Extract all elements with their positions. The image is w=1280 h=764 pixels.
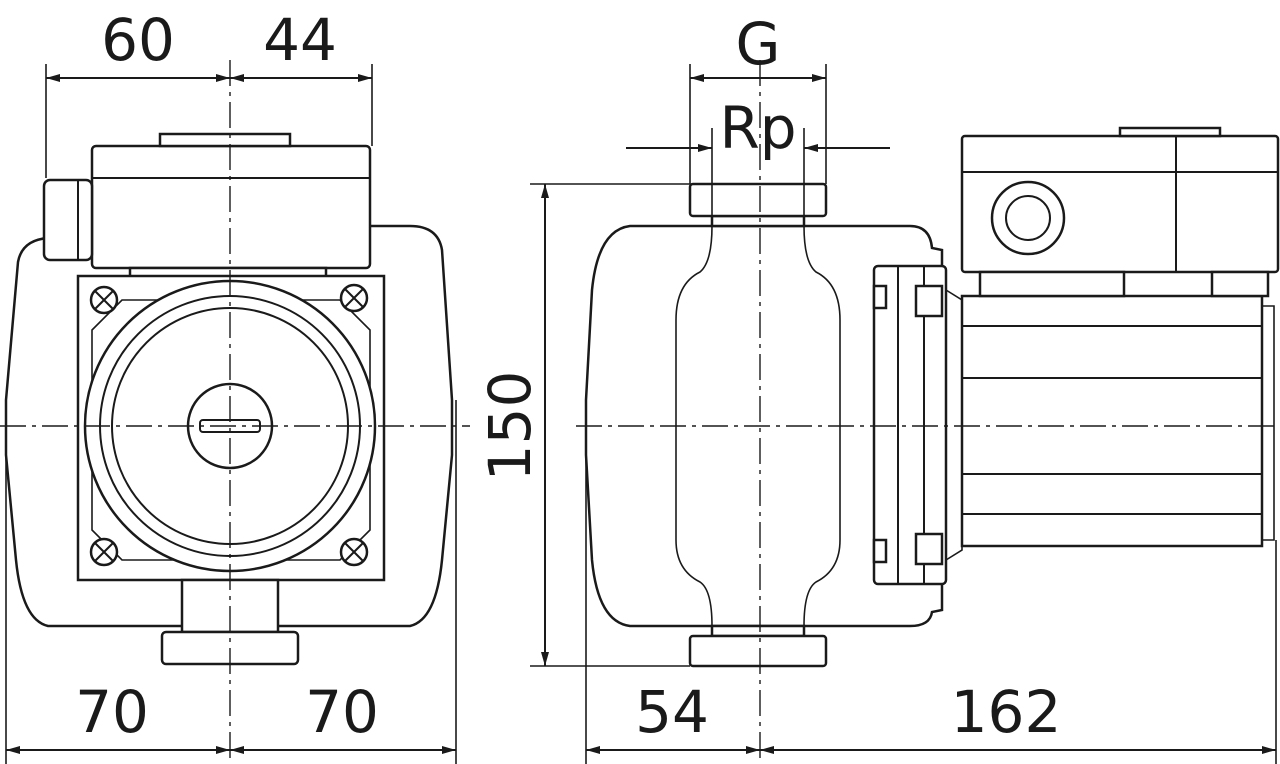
front-screw-top-left xyxy=(89,285,119,315)
dim-front-bottom-left: 70 xyxy=(75,678,149,746)
side-top-nut xyxy=(688,182,828,218)
front-terminal-box xyxy=(90,144,372,270)
dim-side-bottom-right: 162 xyxy=(951,678,1062,746)
front-cable-gland xyxy=(42,178,94,262)
side-view xyxy=(576,60,1280,760)
front-screw-bottom-right xyxy=(339,537,369,567)
side-dimensions: G Rp 150 54 162 xyxy=(476,10,1277,764)
front-screw-top-right xyxy=(339,283,369,313)
dim-front-top-right: 44 xyxy=(263,6,337,74)
side-motor-body xyxy=(960,294,1264,548)
dim-side-height: 150 xyxy=(476,371,544,482)
dim-front-bottom-right: 70 xyxy=(305,678,379,746)
side-bottom-pipe xyxy=(710,624,806,638)
side-top-pipe xyxy=(710,214,806,228)
dim-side-g: G xyxy=(736,10,781,78)
front-view xyxy=(0,60,470,760)
side-cable-entry xyxy=(990,180,1066,256)
front-screw-bottom-left xyxy=(89,537,119,567)
dim-front-top-left: 60 xyxy=(101,6,175,74)
side-bottom-nut xyxy=(688,634,828,668)
dim-side-bottom-left: 54 xyxy=(635,678,709,746)
dim-side-rp: Rp xyxy=(719,94,796,162)
front-dimensions: 60 44 70 70 xyxy=(5,6,457,764)
